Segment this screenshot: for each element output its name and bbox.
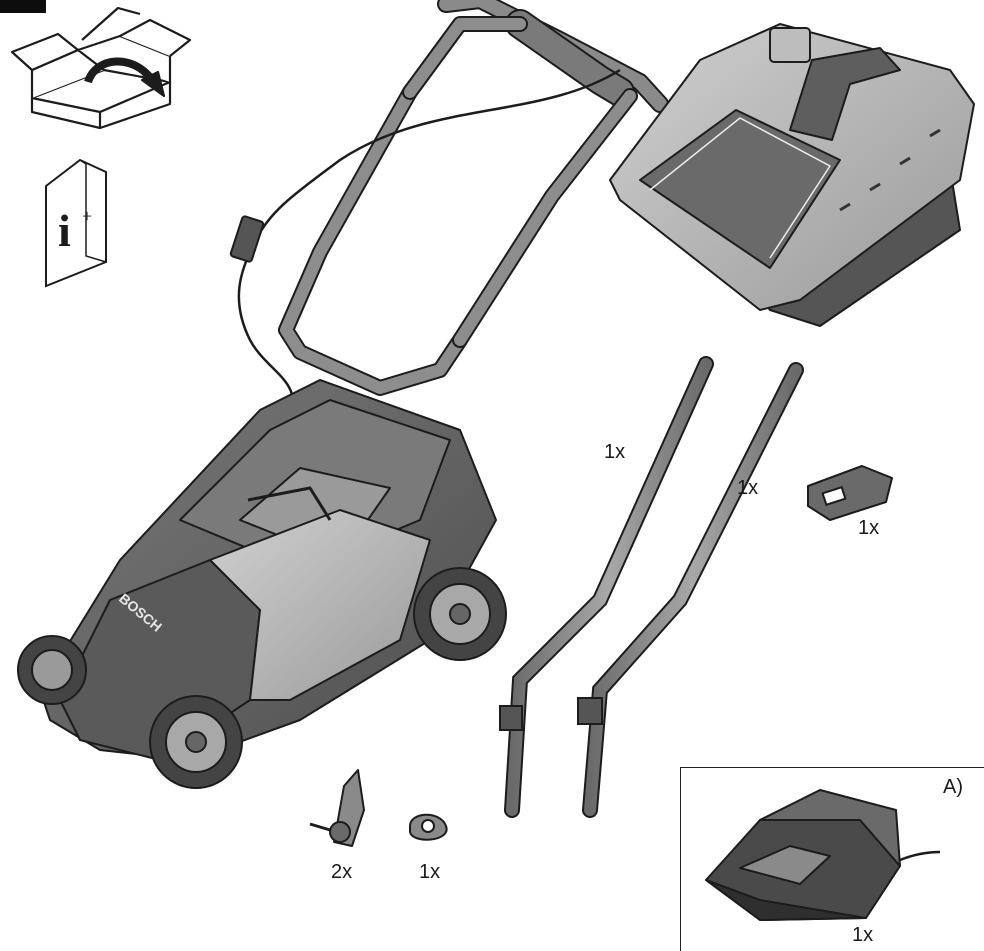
lawn-mower: [17, 379, 507, 789]
qty-handle-right: 1x: [737, 477, 759, 499]
clamp-screw: [309, 769, 365, 847]
qty-safety-key: 1x: [858, 517, 880, 539]
qty-handle-left: 1x: [604, 441, 626, 463]
qty-charger: 1x: [852, 924, 874, 946]
qty-clamp-screws: 2x: [331, 861, 353, 883]
power-cable: [237, 68, 621, 413]
corner-tab: [0, 0, 46, 13]
qty-cable-clip: 1x: [419, 861, 441, 883]
upper-handle: [278, 0, 669, 396]
battery-charger: [705, 789, 941, 921]
optional-box-label: A): [943, 776, 963, 798]
info-booklet-icon: i +: [45, 158, 107, 288]
clamp-right: [577, 697, 603, 725]
clamp-left: [499, 705, 523, 731]
manual-glyph: i: [58, 205, 71, 256]
lower-handle-right: [582, 362, 804, 818]
cable-clip: [409, 813, 448, 841]
open-box-rotate-icon: [10, 6, 192, 130]
safety-key: [807, 465, 893, 521]
grass-catcher: [609, 23, 975, 327]
optional-accessory-box: [680, 767, 984, 951]
cable-switch: [229, 215, 265, 263]
manual-glyph-sup: +: [82, 206, 92, 226]
lower-handle-left: [504, 356, 714, 818]
